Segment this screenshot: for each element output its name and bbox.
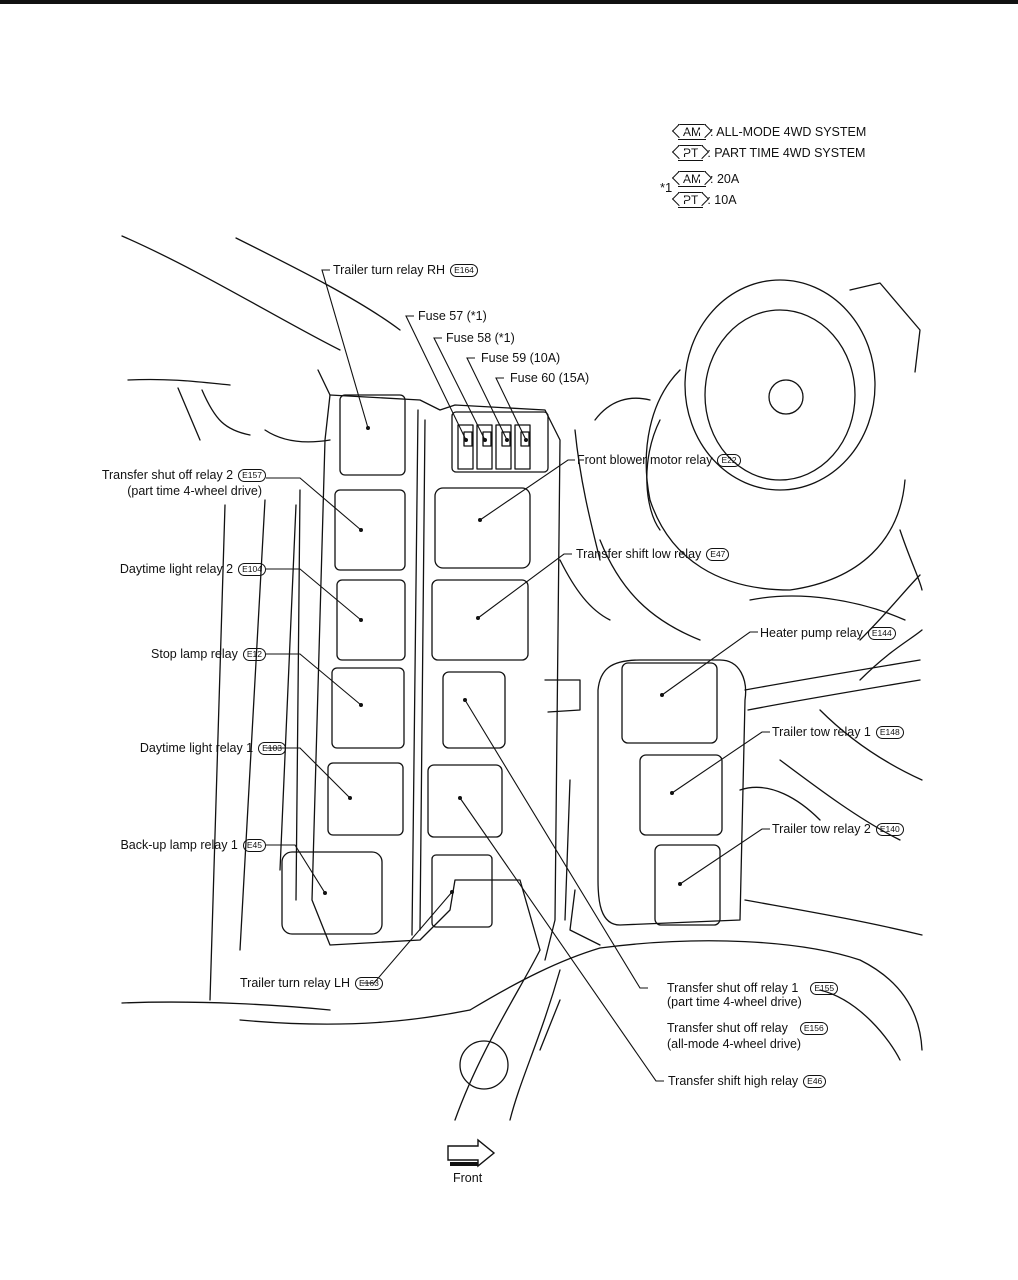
label-text: Front blower motor relay [577, 453, 713, 467]
label-transfer-shut-off-relay-note: (all-mode 4-wheel drive) [667, 1037, 802, 1051]
legend-note-row-am: AM : 20A [678, 171, 739, 187]
label-trailer-tow-relay-1: Trailer tow relay 1 E148 [772, 725, 904, 740]
legend-note-code-pt: PT [678, 192, 704, 208]
connector-badge: E164 [450, 264, 478, 277]
connector-badge: E157 [238, 469, 266, 482]
connector-badge: E103 [258, 742, 286, 755]
connector-badge: E163 [355, 977, 383, 990]
label-text: Heater pump relay [760, 626, 863, 640]
label-fuse-60: Fuse 60 (15A) [510, 371, 590, 385]
connector-badge: E46 [803, 1075, 827, 1088]
front-label: Front [453, 1171, 483, 1185]
connector-badge: E45 [242, 839, 266, 852]
connector-badge: E156 [799, 1022, 828, 1035]
label-fuse-59: Fuse 59 (10A) [481, 351, 561, 365]
legend-note-row-pt: PT: 10A [678, 192, 737, 208]
label-transfer-shut-off-relay: Transfer shut off relay E156 [667, 1021, 828, 1036]
front-arrow-icon [447, 1138, 496, 1168]
connector-badge: E155 [810, 982, 839, 995]
connector-badge: E22 [717, 454, 741, 467]
legend-row-am: AM : ALL-MODE 4WD SYSTEM [678, 124, 866, 140]
connector-badge: E12 [242, 648, 266, 661]
legend-code-am: AM [678, 124, 706, 140]
label-text: Trailer tow relay 1 [772, 725, 871, 739]
legend-note-text-pt: : 10A [707, 193, 737, 207]
label-transfer-shut-off-relay-2-note: (part time 4-wheel drive) [127, 484, 262, 498]
label-text: Stop lamp relay [151, 647, 238, 661]
label-text: Transfer shut off relay [667, 1021, 788, 1035]
label-text: Transfer shift low relay [576, 547, 702, 561]
connector-badge: E47 [706, 548, 730, 561]
label-back-up-lamp-relay-1: Back-up lamp relay 1 E45 [60, 838, 266, 853]
label-transfer-shift-low-relay: Transfer shift low relay E47 [576, 547, 730, 562]
legend-text-pt: : PART TIME 4WD SYSTEM [707, 146, 866, 160]
label-stop-lamp-relay: Stop lamp relay E12 [100, 647, 266, 662]
label-trailer-turn-relay-lh: Trailer turn relay LH E163 [240, 976, 383, 991]
label-transfer-shift-high-relay: Transfer shift high relay E46 [668, 1074, 827, 1089]
label-heater-pump-relay: Heater pump relay E144 [760, 626, 896, 641]
label-front-blower-motor-relay: Front blower motor relay E22 [577, 453, 741, 468]
connector-badge: E104 [238, 563, 266, 576]
connector-badge: E148 [875, 726, 904, 739]
label-fuse-57: Fuse 57 (*1) [418, 309, 487, 323]
label-text: Trailer turn relay LH [240, 976, 350, 990]
label-daytime-light-relay-2: Daytime light relay 2 E104 [80, 562, 266, 577]
connector-badge: E144 [867, 627, 896, 640]
label-transfer-shut-off-relay-2: Transfer shut off relay 2 E157 [100, 468, 266, 483]
label-text: Trailer tow relay 2 [772, 822, 871, 836]
label-text: Trailer turn relay RH [333, 263, 446, 277]
label-text: Transfer shut off relay 1 [667, 981, 799, 995]
connector-badge: E140 [875, 823, 904, 836]
legend-note-marker: *1 [660, 180, 673, 195]
legend-row-pt: PT: PART TIME 4WD SYSTEM [678, 145, 865, 161]
label-text: Transfer shift high relay [668, 1074, 799, 1088]
label-trailer-tow-relay-2: Trailer tow relay 2 E140 [772, 822, 904, 837]
label-transfer-shut-off-relay-1: Transfer shut off relay 1 E155 [667, 981, 839, 996]
label-text: Daytime light relay 1 [139, 741, 254, 755]
label-daytime-light-relay-1: Daytime light relay 1 E103 [80, 741, 286, 756]
label-transfer-shut-off-relay-1-note: (part time 4-wheel drive) [667, 995, 802, 1009]
legend-note-code-am: AM [678, 171, 706, 187]
label-text: Transfer shut off relay 2 [101, 468, 234, 482]
label-fuse-58: Fuse 58 (*1) [446, 331, 515, 345]
legend-note-text-am: : 20A [710, 172, 740, 186]
label-text: Daytime light relay 2 [119, 562, 234, 576]
label-text: Back-up lamp relay 1 [120, 838, 238, 852]
legend-code-pt: PT [678, 145, 704, 161]
label-trailer-turn-relay-rh: Trailer turn relay RH E164 [333, 263, 478, 278]
top-rule [0, 0, 1018, 4]
legend-text-am: : ALL-MODE 4WD SYSTEM [710, 125, 867, 139]
